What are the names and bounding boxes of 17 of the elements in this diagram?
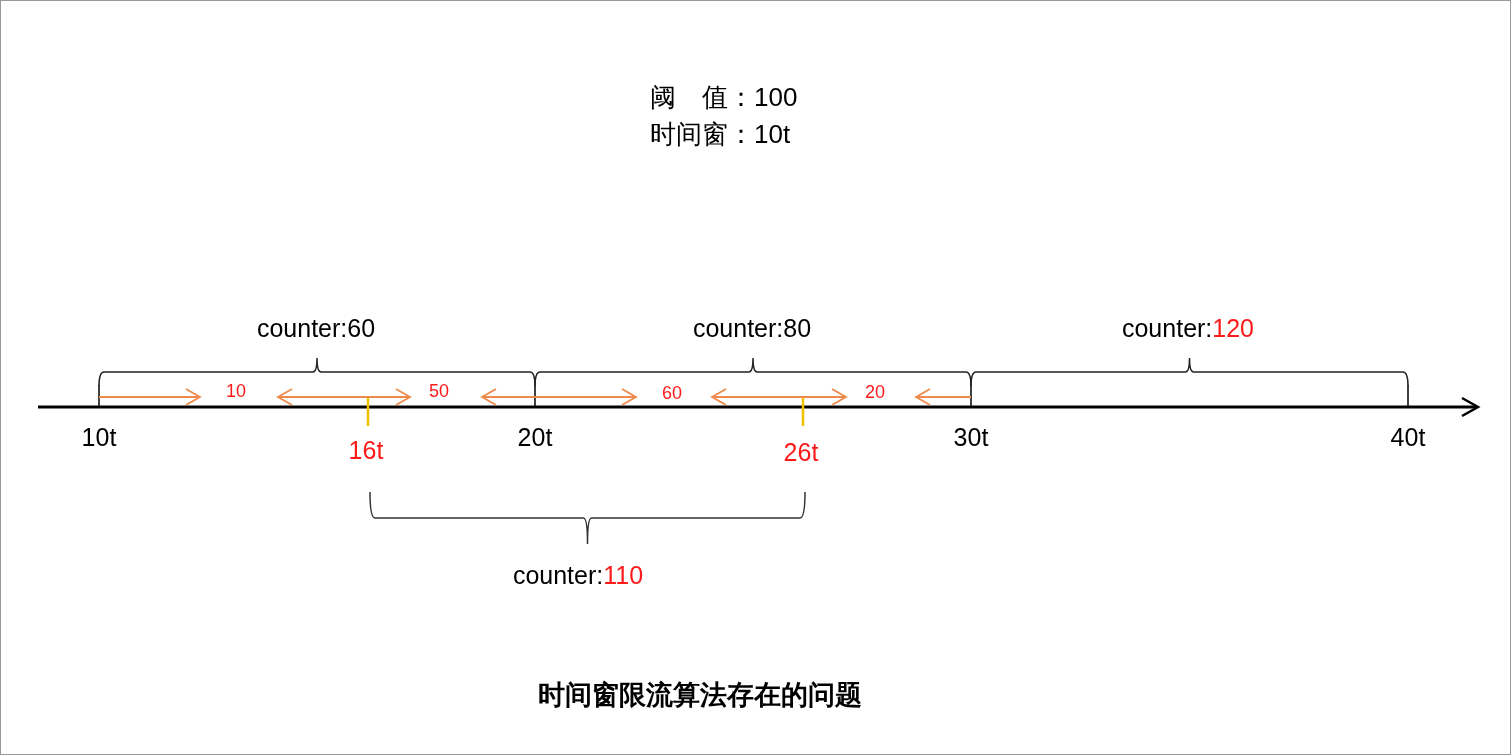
- count-label: 10: [226, 382, 246, 400]
- setting-text: 阈 值：100: [650, 84, 798, 110]
- counter-label: counter:120: [1121, 315, 1255, 341]
- setting-text: 时间窗：10t: [650, 121, 791, 147]
- counter-label: counter:60: [256, 315, 376, 341]
- counter-label: counter:80: [692, 315, 812, 341]
- tick-label: 20t: [517, 424, 553, 450]
- count-label: 50: [429, 382, 449, 400]
- tick-label: 30t: [953, 424, 989, 450]
- count-label: 60: [662, 384, 682, 402]
- tick-label: 10t: [81, 424, 117, 450]
- tick-label: 26t: [783, 439, 819, 465]
- tick-label: 40t: [1390, 424, 1426, 450]
- tick-label: 16t: [348, 437, 384, 463]
- count-label: 20: [865, 383, 885, 401]
- counter-label: counter:110: [512, 562, 644, 588]
- caption: 时间窗限流算法存在的问题: [538, 677, 862, 712]
